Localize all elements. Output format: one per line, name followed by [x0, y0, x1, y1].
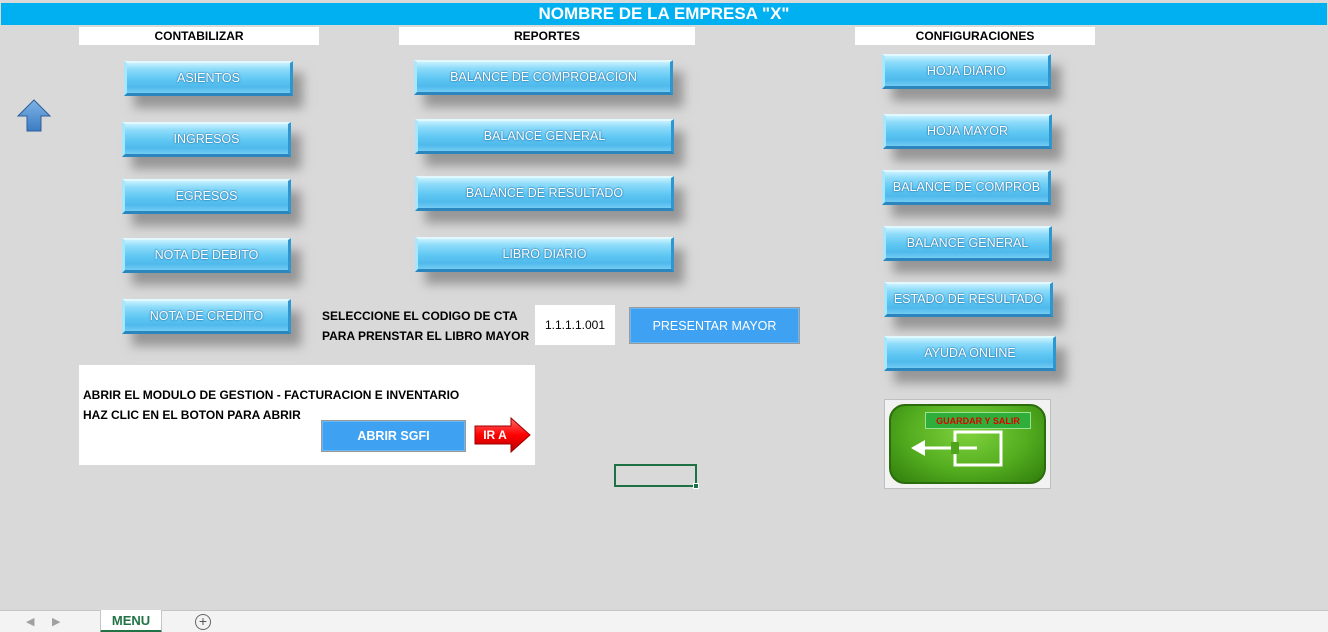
- account-code-input[interactable]: [535, 305, 615, 345]
- header-reportes: REPORTES: [399, 27, 695, 45]
- page-title: NOMBRE DE LA EMPRESA "X": [1, 3, 1327, 25]
- presentar-mayor-button[interactable]: PRESENTAR MAYOR: [629, 307, 800, 344]
- abrir-sgfi-button[interactable]: ABRIR SGFI: [321, 420, 466, 452]
- estado-resultado-button[interactable]: ESTADO DE RESULTADO: [884, 282, 1053, 317]
- prev-sheet-icon[interactable]: ◀: [26, 616, 35, 628]
- next-sheet-icon[interactable]: ▶: [52, 616, 61, 628]
- save-exit-label: GUARDAR Y SALIR: [925, 412, 1031, 429]
- hoja-mayor-button[interactable]: HOJA MAYOR: [883, 114, 1052, 149]
- header-configuraciones: CONFIGURACIONES: [855, 27, 1095, 45]
- mayor-label-line1: SELECCIONE EL CODIGO DE CTA: [322, 309, 518, 323]
- selected-cell[interactable]: [614, 464, 699, 489]
- balance-general-report-button[interactable]: BALANCE GENERAL: [415, 119, 674, 154]
- balance-comprobacion-button[interactable]: BALANCE DE COMPROBACION: [414, 60, 673, 95]
- module-panel: ABRIR EL MODULO DE GESTION - FACTURACION…: [79, 365, 535, 465]
- save-exit-button[interactable]: GUARDAR Y SALIR: [884, 399, 1051, 489]
- tab-menu[interactable]: MENU: [100, 610, 162, 632]
- sheet-tab-bar: ◀ ▶ MENU +: [0, 610, 1328, 632]
- nota-debito-button[interactable]: NOTA DE DEBITO: [122, 238, 291, 273]
- red-arrow-icon[interactable]: IR A: [473, 417, 531, 453]
- balance-comprob-config-button[interactable]: BALANCE DE COMPROB: [882, 170, 1051, 205]
- ingresos-button[interactable]: INGRESOS: [122, 122, 291, 157]
- header-contabilizar: CONTABILIZAR: [79, 27, 319, 45]
- balance-general-config-button[interactable]: BALANCE GENERAL: [883, 226, 1052, 261]
- asientos-button[interactable]: ASIENTOS: [124, 61, 293, 96]
- up-arrow-icon[interactable]: [16, 99, 52, 133]
- hoja-diario-button[interactable]: HOJA DIARIO: [882, 54, 1051, 89]
- ir-a-label: IR A: [483, 428, 507, 442]
- nota-credito-button[interactable]: NOTA DE CREDITO: [122, 299, 291, 334]
- exit-door-icon: [911, 430, 1003, 467]
- add-sheet-icon[interactable]: +: [195, 614, 211, 630]
- ayuda-online-button[interactable]: AYUDA ONLINE: [884, 336, 1056, 371]
- mayor-label-line2: PARA PRENSTAR EL LIBRO MAYOR: [322, 329, 530, 343]
- module-line2: HAZ CLIC EN EL BOTON PARA ABRIR: [83, 408, 301, 422]
- libro-diario-button[interactable]: LIBRO DIARIO: [415, 237, 674, 272]
- balance-resultado-button[interactable]: BALANCE DE RESULTADO: [415, 176, 674, 211]
- egresos-button[interactable]: EGRESOS: [122, 179, 291, 214]
- module-line1: ABRIR EL MODULO DE GESTION - FACTURACION…: [83, 388, 460, 402]
